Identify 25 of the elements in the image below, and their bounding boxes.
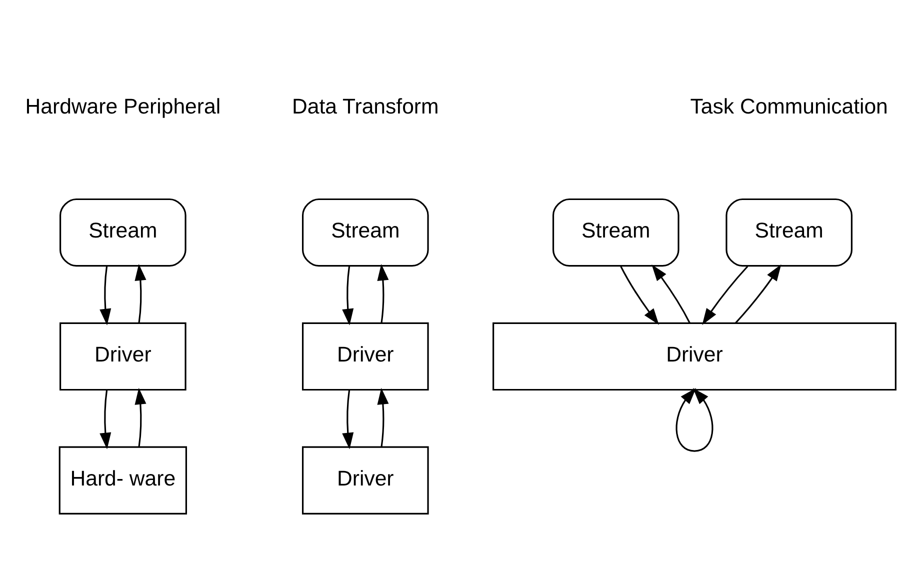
arrow: [735, 264, 782, 323]
node-box: Driver: [302, 322, 429, 390]
node-box: Stream: [726, 198, 852, 266]
node-box: Driver: [492, 322, 896, 390]
arrow: [702, 265, 748, 324]
label: Data Transform: [292, 94, 439, 118]
label: Hardware Peripheral: [25, 94, 221, 118]
arrow: [342, 266, 354, 325]
arrow: [134, 263, 146, 323]
arrow: [676, 387, 714, 452]
arrow: [100, 266, 112, 325]
label: Task Communication: [690, 94, 888, 118]
arrow: [134, 387, 146, 446]
node-box: Driver: [302, 446, 429, 514]
node-box: Driver: [60, 322, 186, 390]
node-box: Stream: [60, 198, 186, 266]
arrow: [652, 264, 690, 323]
node-box: Stream: [302, 198, 429, 266]
node-box: Stream: [552, 198, 680, 266]
arrow: [377, 263, 389, 323]
arrow: [342, 390, 354, 449]
node-box: Hard- ware: [58, 446, 187, 514]
arrow: [620, 266, 659, 324]
arrow: [100, 390, 112, 449]
arrow: [377, 387, 389, 446]
